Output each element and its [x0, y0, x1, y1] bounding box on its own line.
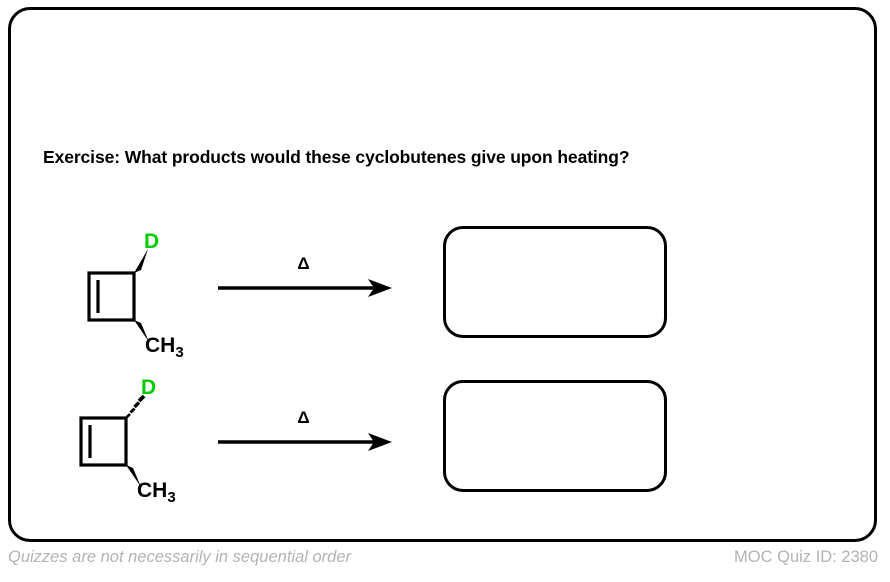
heat-symbol-label: Δ: [297, 408, 310, 427]
footer: Quizzes are not necessarily in sequentia…: [0, 548, 890, 578]
product-answer-box-2[interactable]: [443, 380, 667, 492]
footer-note: Quizzes are not necessarily in sequentia…: [8, 548, 352, 566]
cis-cyclobutene-drawing: D CH3: [87, 230, 184, 361]
reaction-arrow-1: Δ: [216, 254, 406, 310]
arrow-right-icon: [218, 433, 392, 451]
methyl-label: CH3: [137, 479, 176, 506]
deuterium-label: D: [144, 230, 159, 253]
reaction-row: D CH3 Δ: [11, 208, 880, 361]
quiz-id-label: MOC Quiz ID: 2380: [734, 548, 878, 566]
trans-cyclobutene-drawing: D CH3: [79, 376, 176, 506]
structure-cis-cyclobutene: D CH3: [61, 208, 211, 361]
heat-symbol-label: Δ: [297, 254, 310, 273]
reaction-arrow-2: Δ: [216, 408, 406, 464]
product-answer-box-1[interactable]: [443, 226, 667, 338]
page-title: Exercise: What products would these cycl…: [43, 147, 630, 167]
reaction-row: D CH3 Δ: [11, 362, 880, 512]
arrow-right-icon: [218, 279, 392, 297]
deuterium-label: D: [141, 376, 156, 399]
quiz-card: Exercise: What products would these cycl…: [8, 7, 877, 542]
hash-bond: [126, 394, 146, 418]
structure-trans-cyclobutene: D CH3: [61, 362, 211, 512]
methyl-label: CH3: [145, 334, 184, 358]
